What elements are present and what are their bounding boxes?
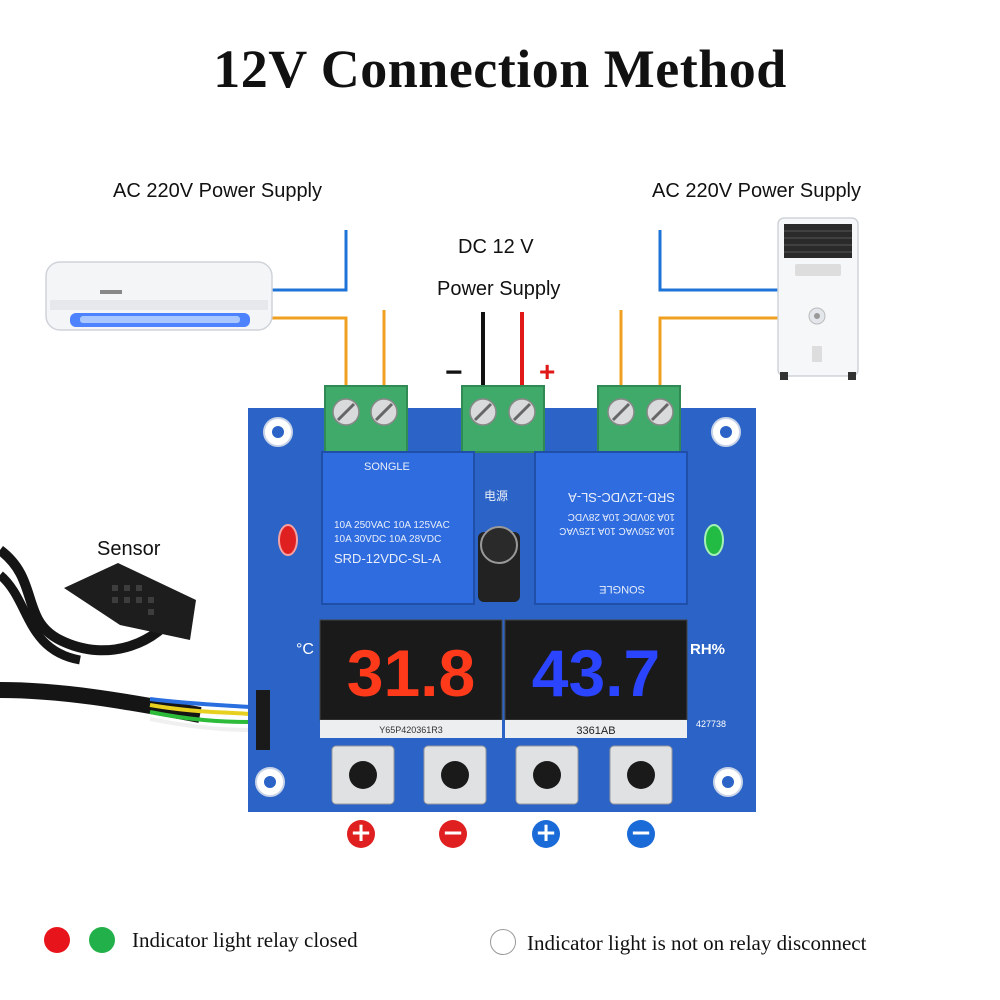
off-indicator-icon [490, 929, 516, 955]
green-indicator-icon [89, 927, 115, 953]
relay-rating-left-2: 10A 30VDC 10A 28VDC [334, 534, 441, 545]
temp-plus-icon: + [347, 820, 375, 848]
relay-rating-right-1: 10A 250VAC 10A 125VAC [559, 525, 675, 536]
red-indicator-icon [44, 927, 70, 953]
temp-minus-icon: − [439, 820, 467, 848]
humidity-minus-icon: − [627, 820, 655, 848]
sensor-probe-icon [64, 563, 196, 640]
relay-brand-left: SONGLE [364, 461, 410, 473]
relay-brand-right: SONGLE [599, 583, 645, 595]
ac-right-label: AC 220V Power Supply [652, 180, 862, 202]
relay-model-left: SRD-12VDC-SL-A [334, 551, 441, 566]
temperature-unit: °C [296, 641, 314, 658]
relay-rating-right-2: 10A 30VDC 10A 28VDC [568, 511, 675, 522]
controller-board [248, 385, 756, 812]
sensor-cable [0, 546, 251, 732]
dc-minus-sign: − [445, 356, 463, 389]
push-buttons [331, 745, 673, 805]
page-title: 12V Connection Method [213, 39, 787, 99]
ac-left-label: AC 220V Power Supply [113, 180, 323, 202]
temperature-display: 31.8 [347, 636, 475, 710]
dc-label-line2: Power Supply [437, 278, 561, 300]
humidity-unit: RH% [690, 641, 725, 658]
legend-open-text: Indicator light is not on relay disconne… [527, 931, 867, 955]
air-conditioner-icon [45, 261, 273, 331]
power-label: 电源 [484, 489, 508, 503]
legend-closed-text: Indicator light relay closed [132, 928, 358, 952]
sensor-label: Sensor [97, 538, 161, 560]
dc-plus-sign: + [539, 356, 556, 387]
humidity-display: 43.7 [532, 636, 660, 710]
left-ac-wires [270, 230, 386, 400]
right-ac-wires [619, 230, 778, 400]
relay-rating-left-1: 10A 250VAC 10A 125VAC [334, 520, 450, 531]
dc-label-line1: DC 12 V [458, 236, 534, 258]
humidity-plus-icon: + [532, 820, 560, 848]
relay-model-right: SRD-12VDC-SL-A [568, 490, 675, 505]
air-cooler-icon [777, 217, 859, 380]
board-code: 427738 [696, 719, 726, 729]
right-display-code: 3361AB [576, 725, 615, 737]
dc-wires [481, 312, 524, 398]
left-display-code: Y65P420361R3 [379, 725, 443, 735]
